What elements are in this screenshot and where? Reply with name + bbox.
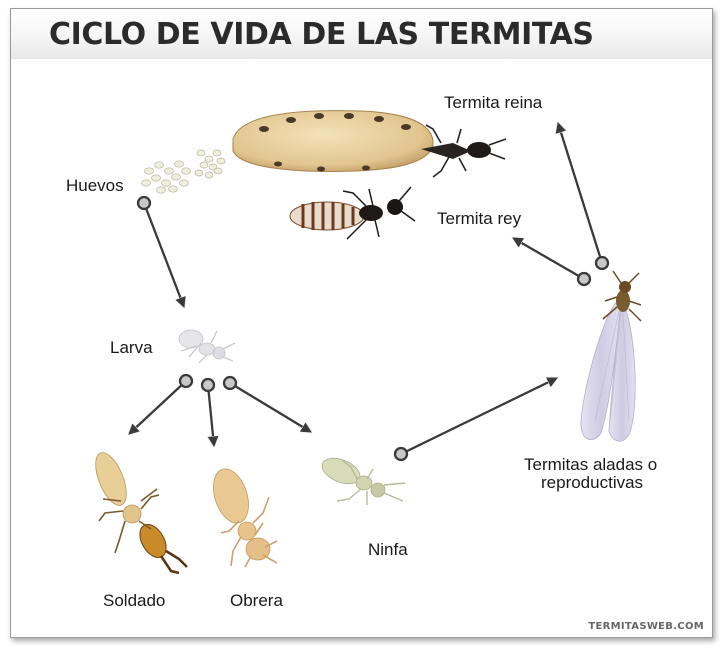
label-eggs: Huevos <box>66 176 124 195</box>
arrow-knob <box>393 446 409 462</box>
arrow-knob <box>200 377 216 393</box>
label-winged-line1: Termitas aladas o <box>524 455 658 474</box>
title-bar: CICLO DE VIDA DE LAS TERMITAS <box>11 9 712 59</box>
arrow-knob <box>178 373 194 389</box>
arrow-knob <box>222 375 238 391</box>
watermark: TERMITASWEB.COM <box>588 621 704 632</box>
arrow-knob <box>594 255 610 271</box>
page-title: CICLO DE VIDA DE LAS TERMITAS <box>49 17 594 52</box>
queen-termite-illustration <box>232 110 507 178</box>
label-king: Termita rey <box>437 209 522 228</box>
cycle-arrows <box>129 123 610 462</box>
arrow-winged-to-king <box>513 238 585 280</box>
label-nymph: Ninfa <box>368 540 408 559</box>
arrow-knob <box>576 271 592 287</box>
label-worker: Obrera <box>230 591 283 610</box>
arrow-knob <box>136 195 152 211</box>
arrow-eggs-to-larva <box>142 202 184 307</box>
arrow-larva-to-soldier <box>129 380 187 434</box>
arrow-larva-to-nymph <box>229 382 311 432</box>
arrow-nymph-to-winged <box>400 378 557 456</box>
arrow-winged-to-queen <box>558 123 604 264</box>
label-queen: Termita reina <box>444 93 543 112</box>
worker-illustration <box>213 468 278 568</box>
diagram-frame: CICLO DE VIDA DE LAS TERMITAS <box>10 8 713 638</box>
label-larva: Larva <box>110 338 153 357</box>
life-cycle-diagram <box>95 110 642 575</box>
winged-termite-illustration <box>580 270 642 442</box>
nymph-illustration <box>321 457 406 505</box>
arrow-larva-to-worker <box>206 384 214 446</box>
eggs-illustration <box>141 149 226 194</box>
label-soldier: Soldado <box>103 591 166 610</box>
label-winged-line2: reproductivas <box>541 473 644 492</box>
king-termite-illustration <box>289 186 416 240</box>
larva-illustration <box>178 329 236 364</box>
soldier-illustration <box>95 452 188 575</box>
